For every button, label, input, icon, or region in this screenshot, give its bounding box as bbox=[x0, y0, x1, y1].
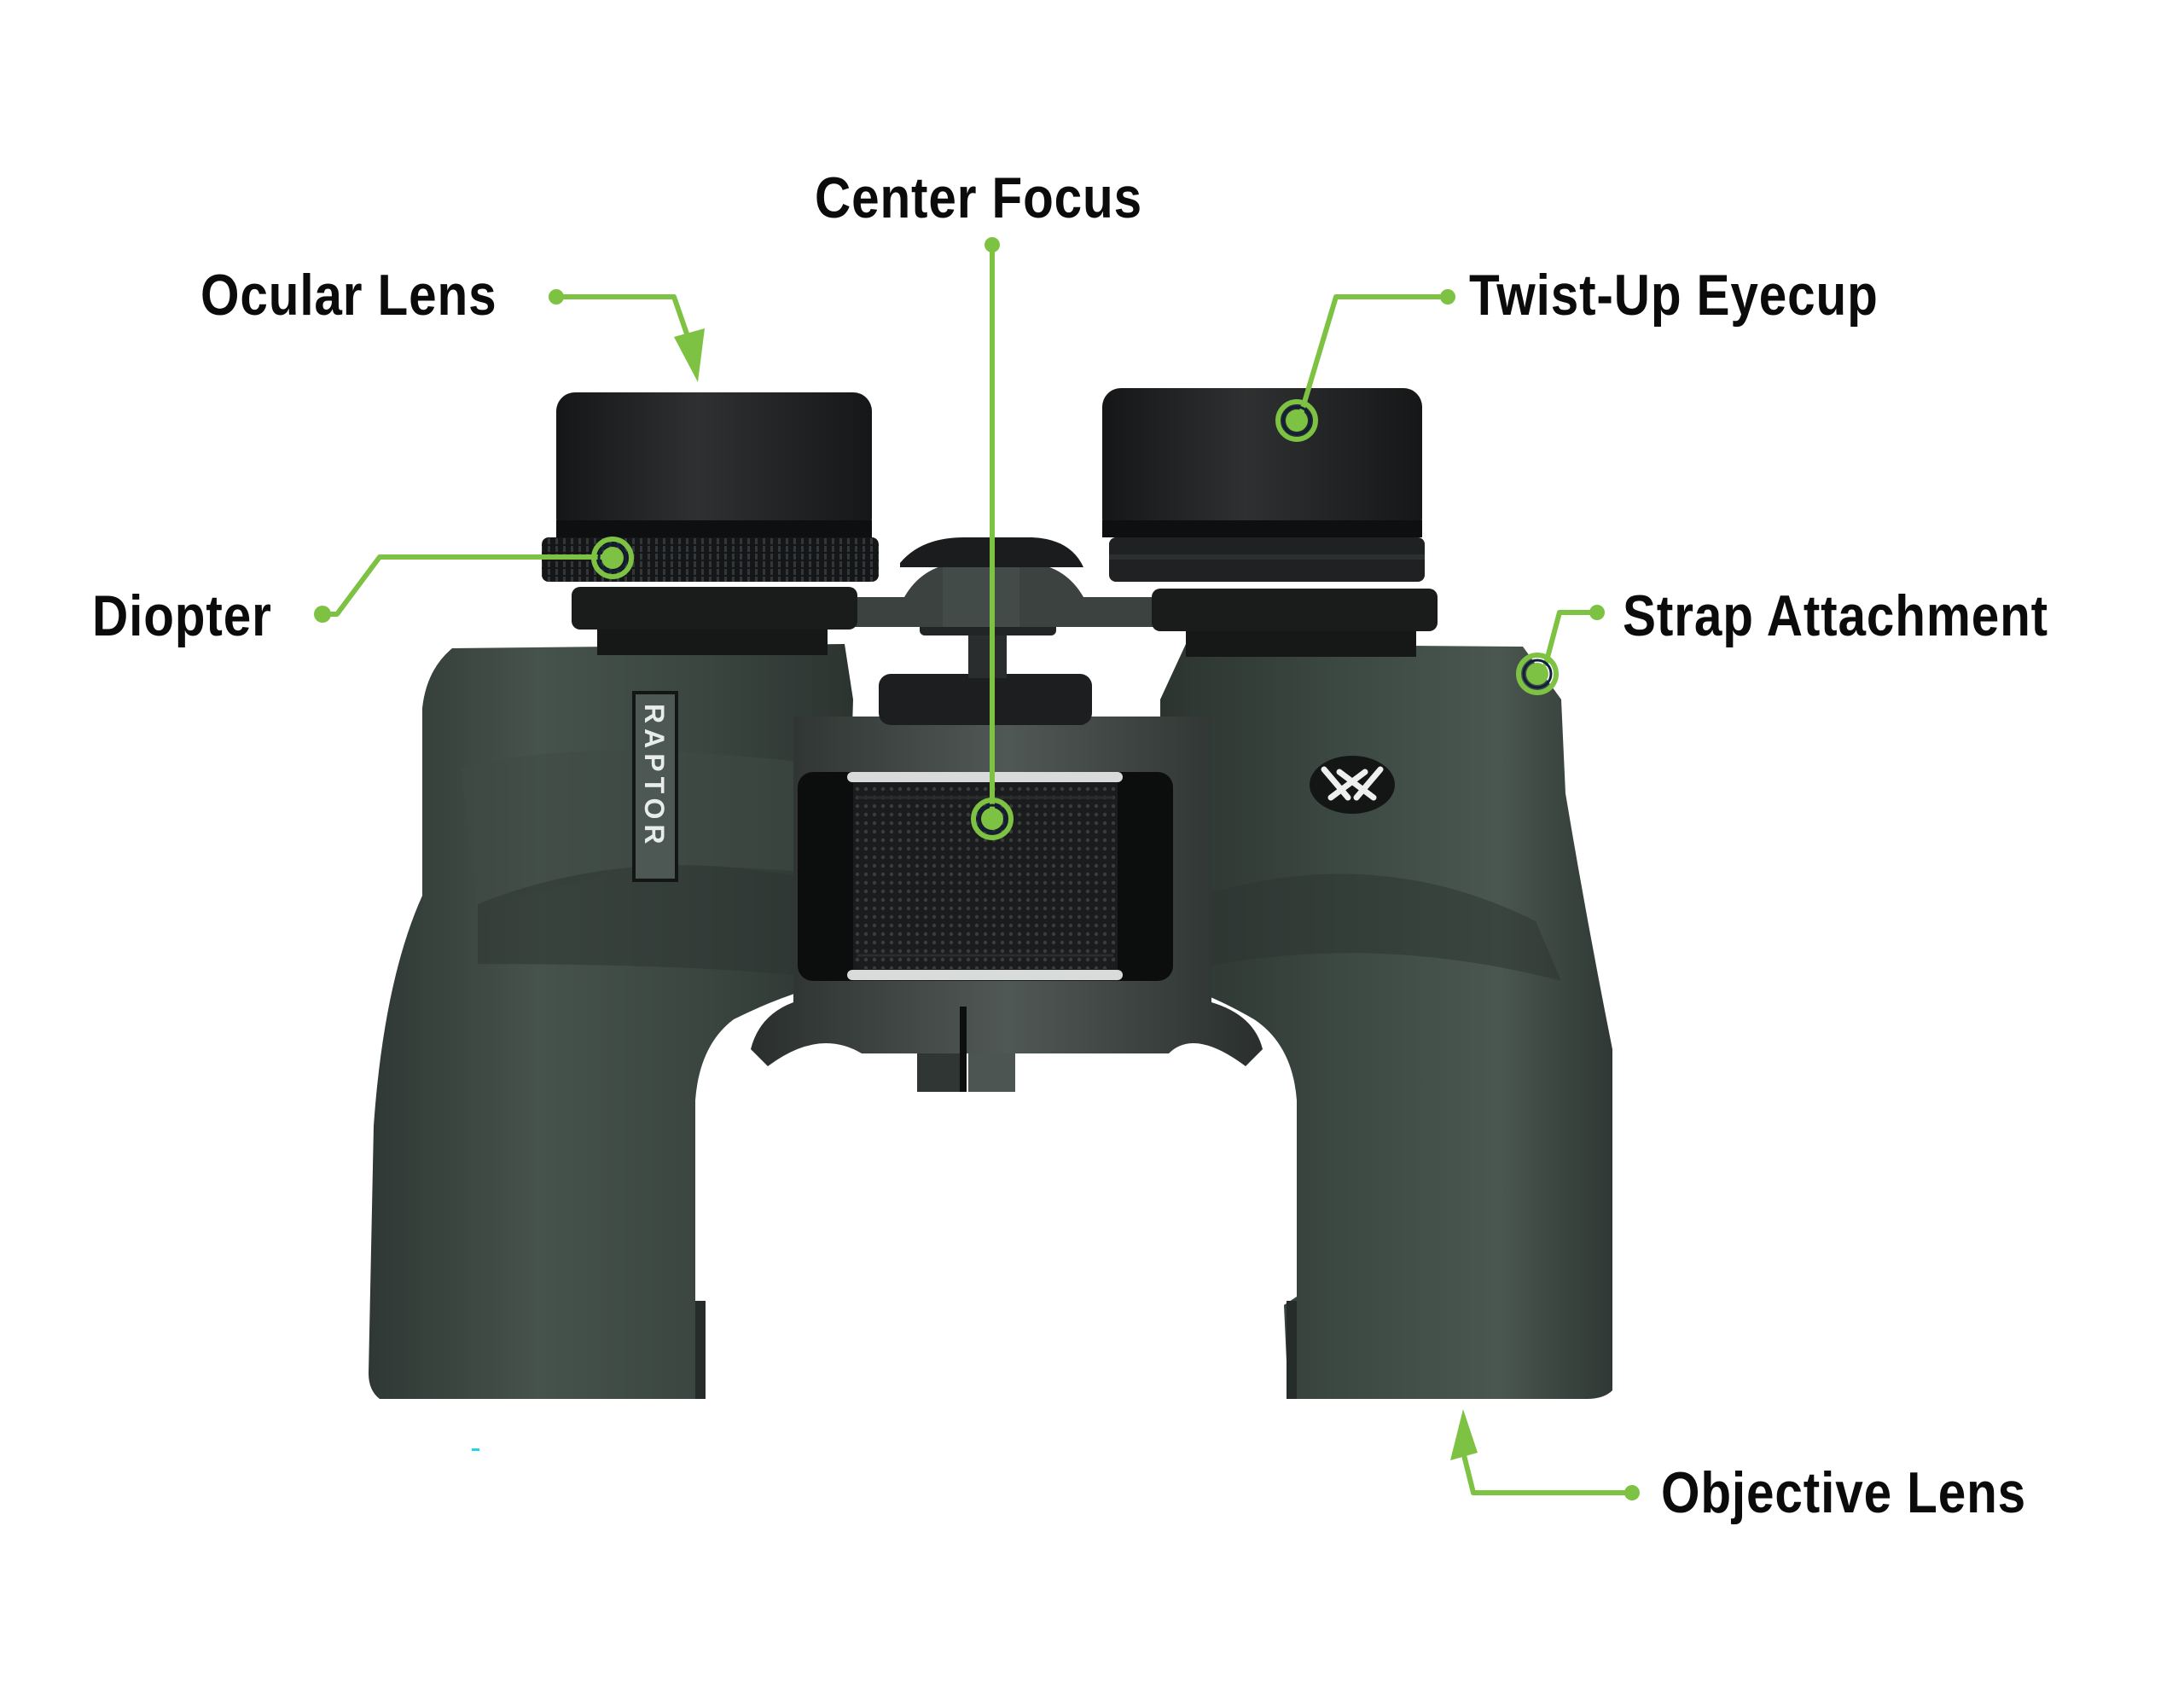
objective-lens-arrowhead bbox=[1450, 1409, 1478, 1460]
focus-wheel bbox=[853, 783, 1118, 969]
right-eyecup bbox=[1102, 388, 1422, 537]
ocular-lens-arrowhead bbox=[674, 328, 705, 382]
right-barrel bbox=[1160, 644, 1612, 1399]
model-plate-text: RAPTOR bbox=[639, 704, 670, 850]
label-objective-lens: Objective Lens bbox=[1661, 1460, 2027, 1525]
label-twist-up-eyecup: Twist-Up Eyecup bbox=[1469, 263, 1879, 328]
hotspot-markers bbox=[591, 399, 1559, 840]
diopter-hotspot bbox=[591, 537, 634, 579]
center-focus-hotspot bbox=[971, 798, 1014, 840]
vortex-logo-icon bbox=[1310, 756, 1395, 814]
label-center-focus: Center Focus bbox=[815, 165, 1143, 230]
label-ocular-lens: Ocular Lens bbox=[200, 263, 497, 328]
strap-attachment-hotspot bbox=[1516, 653, 1559, 695]
label-diopter: Diopter bbox=[92, 583, 272, 648]
model-plate bbox=[632, 691, 678, 882]
left-eyecup bbox=[556, 392, 872, 537]
label-strap-attachment: Strap Attachment bbox=[1623, 583, 2049, 648]
twist-up-eyecup-hotspot bbox=[1275, 399, 1318, 442]
